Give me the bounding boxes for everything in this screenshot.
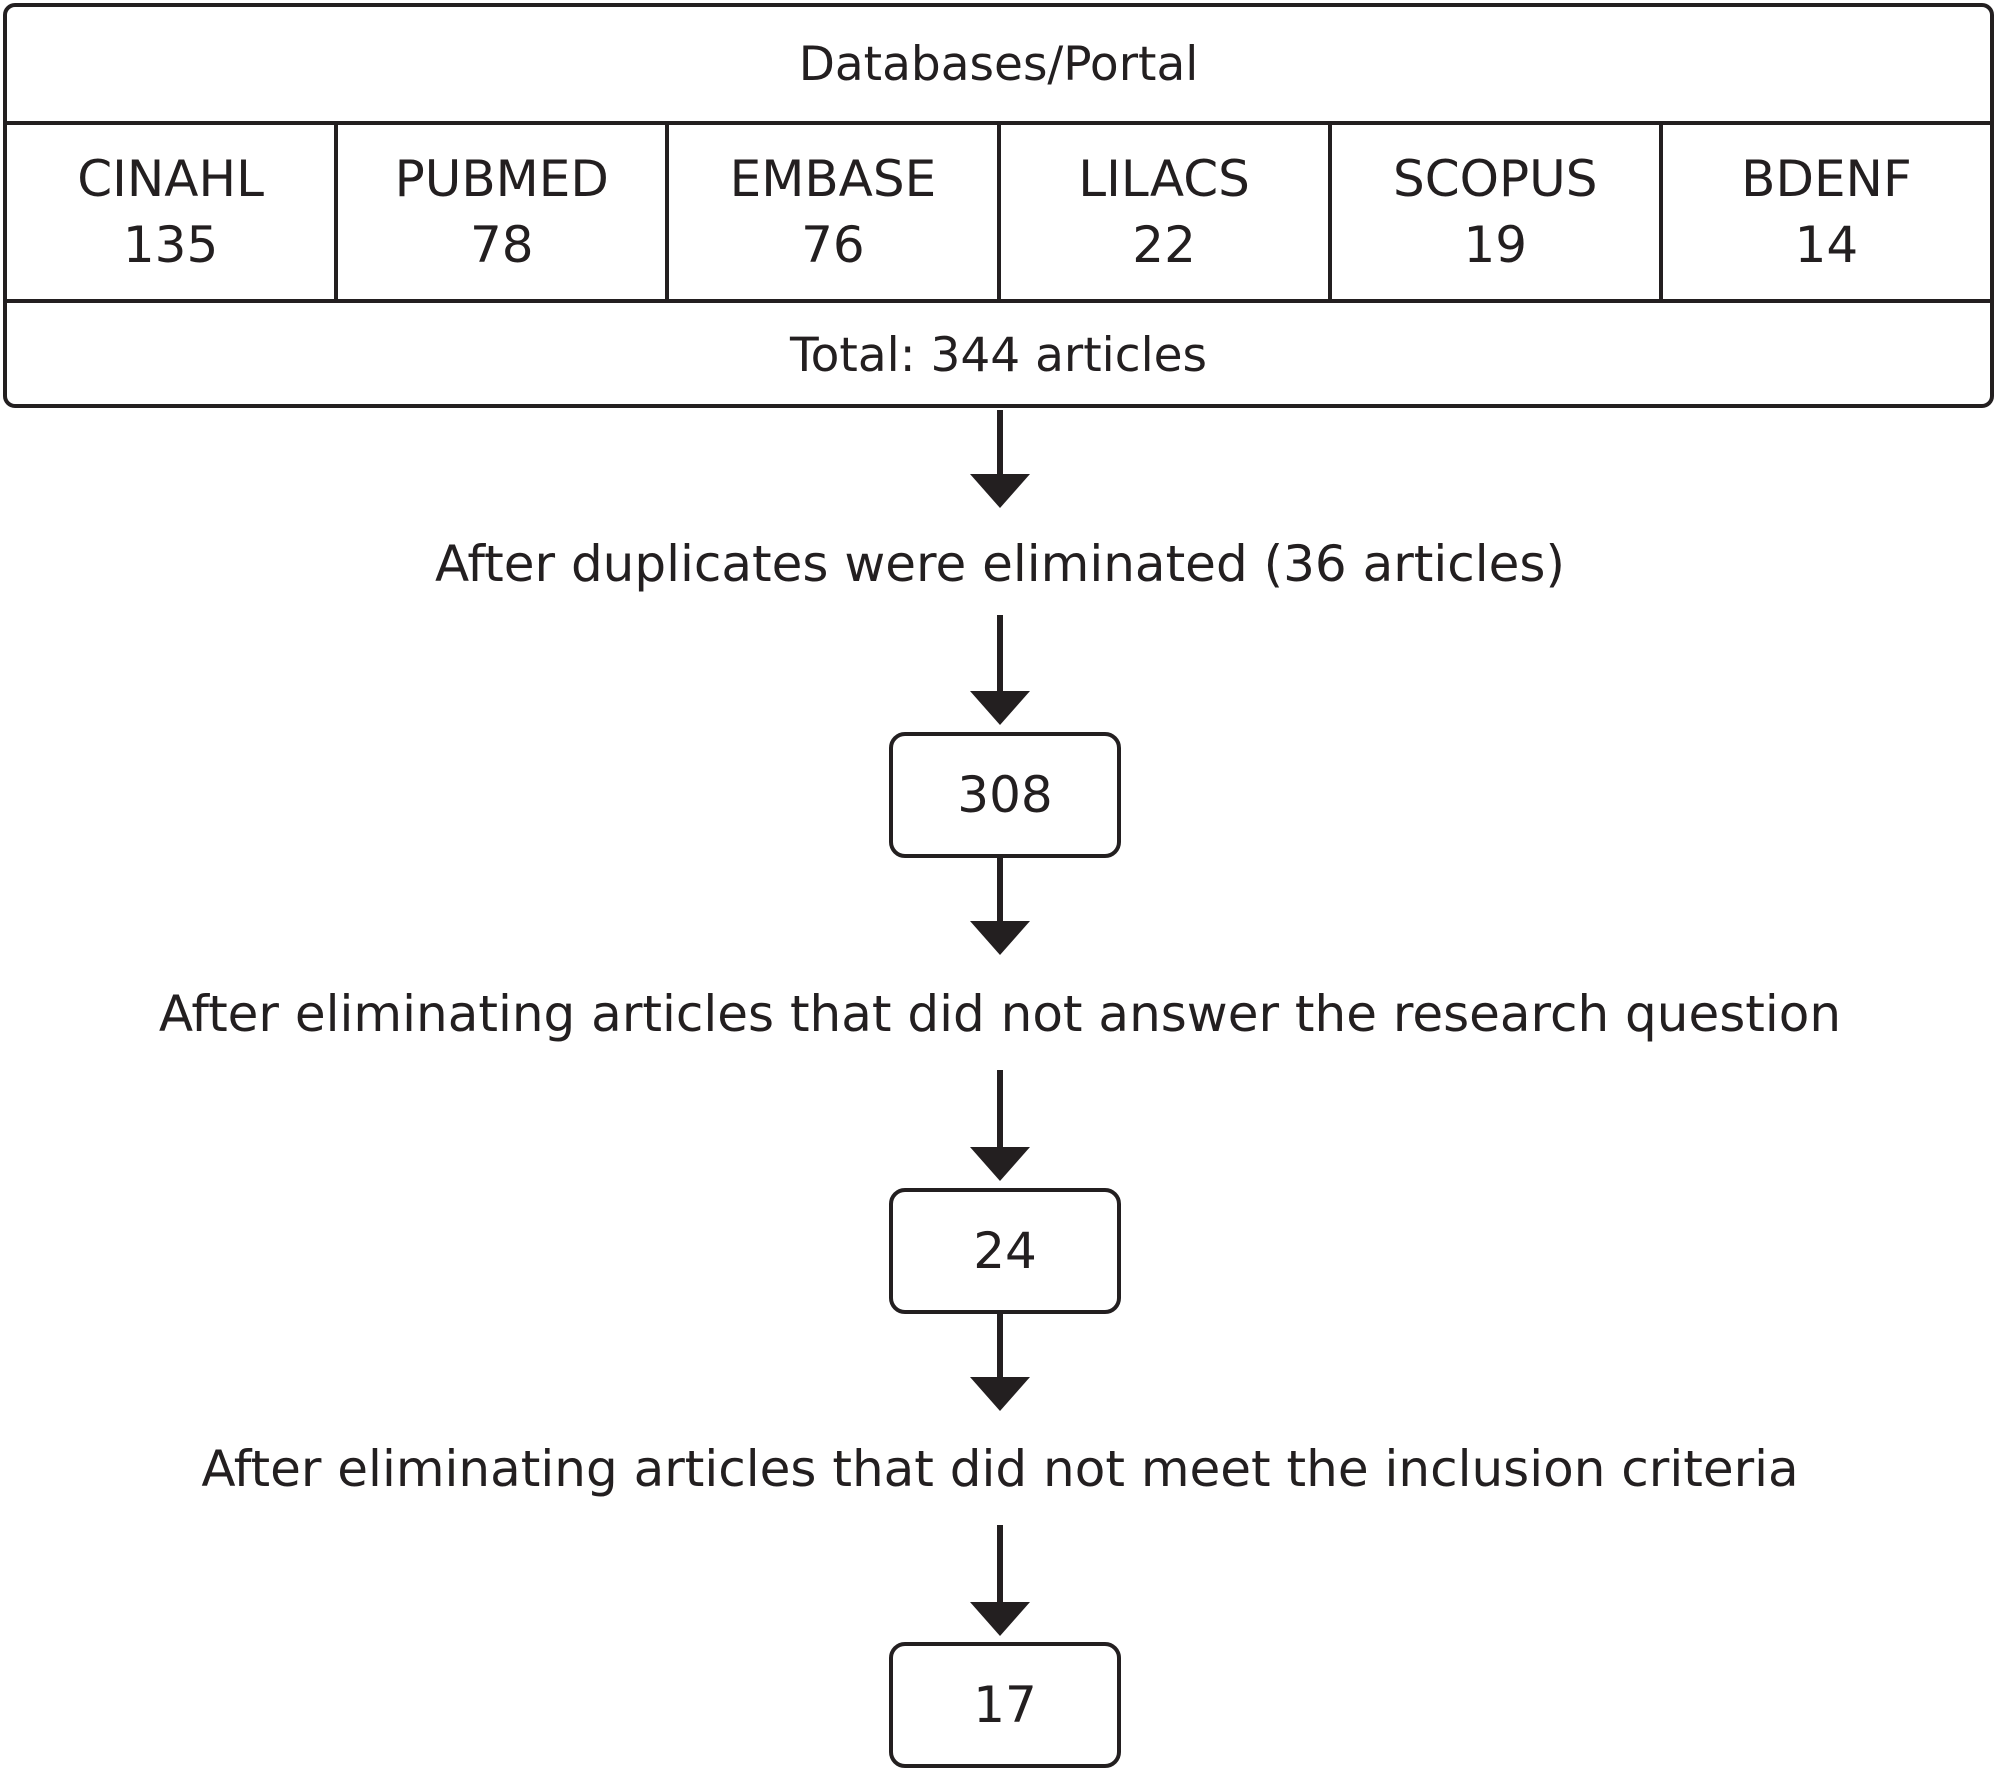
database-name: SCOPUS — [1393, 150, 1598, 208]
arrow-down-icon — [970, 615, 1030, 725]
total-articles: Total: 344 articles — [789, 328, 1208, 383]
database-name: CINAHL — [77, 150, 264, 208]
database-name: PUBMED — [394, 150, 609, 208]
arrow-down-icon — [970, 1070, 1030, 1181]
database-cell-embase: EMBASE 76 — [669, 125, 1001, 299]
databases-header: Databases/Portal — [7, 7, 1990, 125]
database-cell-bdenf: BDENF 14 — [1663, 125, 1990, 299]
database-name: BDENF — [1741, 150, 1912, 208]
result-box-17: 17 — [889, 1642, 1121, 1768]
databases-table: Databases/Portal CINAHL 135 PUBMED 78 EM… — [3, 3, 1994, 408]
database-cell-pubmed: PUBMED 78 — [338, 125, 670, 299]
arrow-down-icon — [970, 1525, 1030, 1636]
result-box-308: 308 — [889, 732, 1121, 858]
arrow-down-icon — [970, 410, 1030, 508]
database-cell-scopus: SCOPUS 19 — [1332, 125, 1663, 299]
database-count: 78 — [469, 216, 534, 274]
database-count: 22 — [1132, 216, 1196, 274]
database-count: 19 — [1463, 216, 1528, 274]
database-name: EMBASE — [729, 150, 937, 208]
database-cell-lilacs: LILACS 22 — [1001, 125, 1332, 299]
database-cell-cinahl: CINAHL 135 — [7, 125, 339, 299]
result-box-24: 24 — [889, 1188, 1121, 1314]
database-count: 135 — [122, 216, 219, 274]
step-label-duplicates: After duplicates were eliminated (36 art… — [434, 535, 1565, 593]
arrow-down-icon — [970, 1314, 1030, 1411]
database-name: LILACS — [1078, 150, 1250, 208]
database-count: 14 — [1794, 216, 1859, 274]
database-count: 76 — [801, 216, 865, 274]
databases-row: CINAHL 135 PUBMED 78 EMBASE 76 LILACS 22… — [7, 125, 1990, 303]
step-label-inclusion-criteria: After eliminating articles that did not … — [201, 1440, 1799, 1498]
step-label-research-question: After eliminating articles that did not … — [158, 985, 1842, 1043]
arrow-down-icon — [970, 858, 1030, 955]
